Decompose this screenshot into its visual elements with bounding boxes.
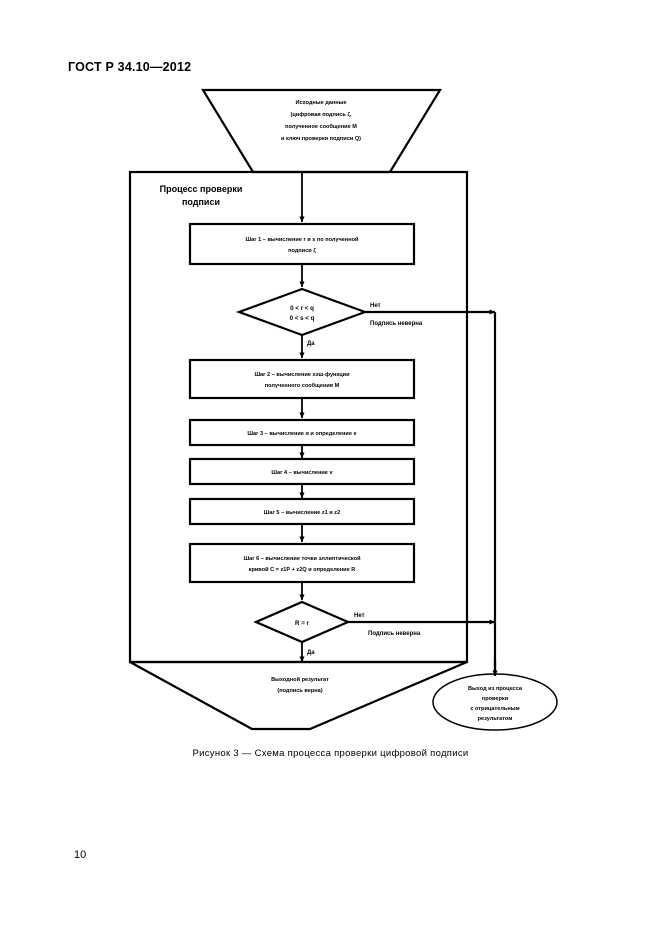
decision-1-no-label: Нет [370, 303, 381, 309]
step-2-line-2: полученного сообщения M [265, 382, 340, 389]
output-trapezoid: Выходной результат (подпись верна) [129, 660, 468, 731]
step-2-line-1: Шаг 2 – вычисление хэш-функции [254, 371, 350, 378]
page-number: 10 [74, 849, 87, 861]
decision-1-no-branch-text: Подпись неверна [370, 321, 423, 327]
document-header: ГОСТ Р 34.10—2012 [68, 60, 192, 74]
input-line-3: полученное сообщение M [285, 123, 357, 130]
exit-line-3: с отрицательным [470, 706, 519, 712]
step-6-line-1: Шаг 6 – вычисление точки эллиптической [243, 555, 361, 562]
decision-2-no-label: Нет [354, 613, 365, 619]
verification-process-box: Процесс проверки подписи [128, 170, 469, 664]
exit-line-2: проверки [482, 696, 509, 702]
decision-1-yes-label: Да [307, 341, 315, 347]
output-line-2: (подпись верна) [277, 688, 322, 694]
decision-1-line-2: 0 < s < q [290, 315, 315, 322]
step-4-line-1: Шаг 4 – вычисление v [271, 470, 333, 476]
step-6-line-2: кривой C = z1P + z2Q и определение R [249, 566, 356, 573]
process-title-line-1: Процесс проверки [160, 184, 243, 194]
step-4-box: Шаг 4 – вычисление v [188, 457, 416, 486]
decision-2-line-1: R = r [295, 620, 310, 627]
step-6-box: Шаг 6 – вычисление точки эллиптической к… [188, 542, 416, 584]
decision-r-equals: R = r [253, 600, 351, 644]
step-2-box: Шаг 2 – вычисление хэш-функции полученно… [188, 358, 416, 400]
exit-line-1: Выход из процесса [468, 686, 523, 692]
input-line-2: (цифровая подпись ζ, [290, 111, 352, 118]
input-line-1: Исходные данные [295, 100, 346, 106]
step-1-line-1: Шаг 1 – вычисление r и s по полученной [246, 236, 360, 243]
step-5-box: Шаг 5 – вычисление z1 и z2 [188, 497, 416, 526]
figure-caption: Рисунок 3 — Схема процесса проверки цифр… [192, 748, 469, 759]
output-line-1: Выходной результат [271, 676, 329, 683]
decision-2-no-branch-text: Подпись неверна [368, 631, 421, 637]
decision-1-line-1: 0 < r < q [290, 305, 314, 312]
step-3-box: Шаг 3 – вычисление α и определение e [188, 418, 416, 447]
input-line-4: и ключ проверки подписи Q) [281, 136, 361, 142]
process-title-line-2: подписи [182, 197, 220, 207]
decision-range-check: 0 < r < q 0 < s < q [235, 287, 369, 337]
exit-line-4: результатом [478, 716, 513, 722]
step-1-box: Шаг 1 – вычисление r и s по полученной п… [188, 222, 416, 266]
input-trapezoid: Исходные данные (цифровая подпись ζ, пол… [201, 88, 442, 174]
step-5-text: Шаг 5 – вычисление z1 и z2 [264, 510, 340, 516]
negative-exit-ellipse: Выход из процесса проверки с отрицательн… [432, 673, 558, 731]
step-3-line-1: Шаг 3 – вычисление α и определение e [247, 431, 356, 437]
step-1-line-2: подписи ζ [288, 248, 316, 254]
decision-2-yes-label: Да [307, 650, 315, 656]
step-5-line-1: Шаг 5 – вычисление z1 и z2 [264, 510, 340, 516]
